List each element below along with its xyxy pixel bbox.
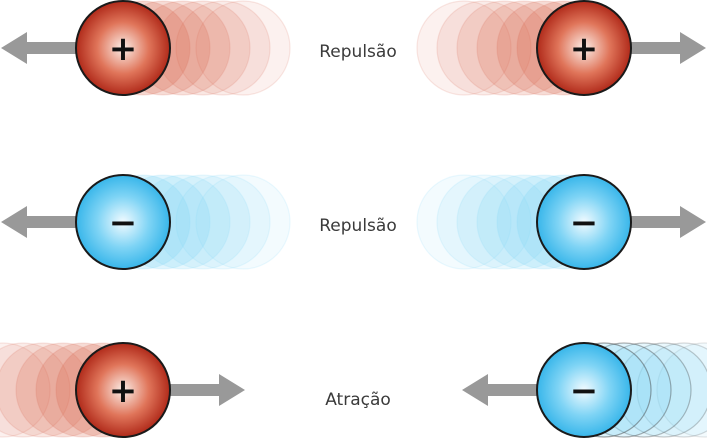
charge-body	[75, 0, 171, 96]
positive-charge-icon: +	[416, 0, 706, 96]
charge-sign: −	[570, 203, 599, 243]
charge-sign: +	[109, 29, 138, 69]
arrow-icon	[462, 374, 541, 406]
negative-charge-icon: −	[1, 174, 291, 270]
row-2-label: Repulsão	[319, 216, 397, 236]
positive-charge-icon: +	[1, 0, 291, 96]
motion-trail-circle	[416, 174, 512, 270]
motion-trail-circle	[416, 0, 512, 96]
charge-sign: −	[570, 371, 599, 411]
motion-trail-circle	[0, 342, 71, 438]
charge-sign: +	[109, 371, 138, 411]
negative-charge-icon: −	[416, 174, 706, 270]
charge-sign: +	[570, 29, 599, 69]
motion-trail-circle	[175, 174, 271, 270]
motion-trail-circle	[195, 174, 291, 270]
motion-trail-circle	[636, 342, 707, 438]
charge-sign: −	[109, 203, 138, 243]
positive-charge-icon: +	[0, 342, 245, 438]
motion-trail-circle	[436, 174, 532, 270]
charge-body	[75, 174, 171, 270]
charge-body	[536, 174, 632, 270]
charge-body	[536, 0, 632, 96]
motion-trail-circle	[0, 342, 51, 438]
motion-trail-circle	[175, 0, 271, 96]
motion-trail-circle	[195, 0, 291, 96]
arrow-icon	[627, 32, 706, 64]
charge-body	[536, 342, 632, 438]
motion-trail-circle	[656, 342, 707, 438]
arrow-icon	[1, 32, 80, 64]
arrow-icon	[1, 206, 80, 238]
negative-charge-icon: −	[462, 342, 707, 438]
motion-trail-circle	[436, 0, 532, 96]
row-1-label: Repulsão	[319, 42, 397, 62]
row-3-label: Atração	[325, 390, 391, 410]
arrow-icon	[166, 374, 245, 406]
arrow-icon	[627, 206, 706, 238]
charge-body	[75, 342, 171, 438]
